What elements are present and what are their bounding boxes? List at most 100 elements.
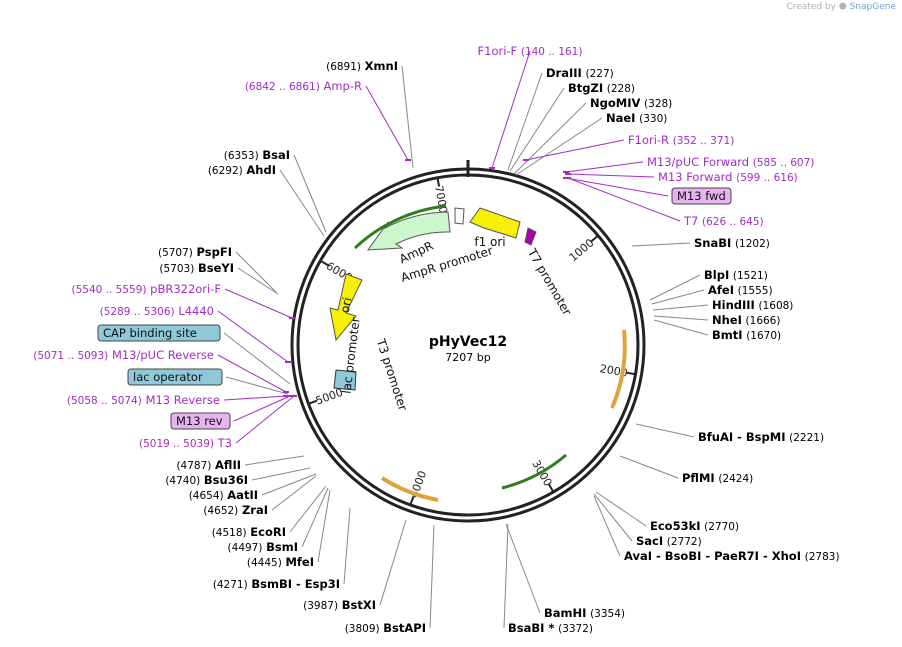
site-label-14[interactable]: AfeI (1555) — [708, 283, 773, 297]
enzyme-position: (6891) — [326, 61, 361, 73]
site-label-20[interactable]: Eco53kI (2770) — [650, 519, 739, 533]
svg-text:(5071 .. 5093) M13/pUC Rever: (5071 .. 5093) M13/pUC Reverse — [33, 348, 214, 362]
label-box — [170, 412, 231, 430]
svg-text:(4271) BsmBI - Esp3I: (4271) BsmBI - Esp3I — [213, 577, 340, 591]
site-label-45[interactable]: (6292) AhdI — [208, 163, 276, 177]
site-label-28[interactable]: (4445) MfeI — [247, 555, 314, 569]
site-label-13[interactable]: BlpI (1521) — [704, 268, 768, 282]
primer-position: (626 .. 645) — [702, 216, 764, 228]
site-label-1[interactable]: (6842 .. 6861) Amp-R — [245, 79, 362, 93]
boxed-label: M13 rev — [176, 414, 223, 428]
site-label-43[interactable]: (5703) BseYI — [159, 261, 234, 275]
svg-text:F1ori-F (140 .. 161): F1ori-F (140 .. 161) — [478, 44, 583, 58]
primer-name: T7 — [683, 214, 698, 228]
site-label-8[interactable]: M13/pUC Forward (585 .. 607) — [647, 155, 814, 169]
svg-text:BfuAI - BspMI (2221): BfuAI - BspMI (2221) — [698, 430, 824, 444]
site-line-9 — [567, 173, 655, 178]
svg-text:(5707) PspFI: (5707) PspFI — [158, 245, 232, 259]
site-label-4[interactable]: BtgZI (228) — [568, 81, 635, 95]
site-label-22[interactable]: AvaI - BsoBI - PaeR7I - XhoI (2783) — [624, 549, 840, 563]
enzyme-position: (2221) — [789, 432, 824, 444]
site-line-33 — [251, 467, 311, 481]
site-label-36[interactable]: M13 rev — [170, 412, 231, 430]
enzyme-name: ZraI — [242, 503, 268, 517]
primer-name: F1ori-F — [478, 44, 518, 58]
site-label-44[interactable]: (5707) PspFI — [158, 245, 232, 259]
site-label-18[interactable]: BfuAI - BspMI (2221) — [698, 430, 824, 444]
enzyme-name: AfeI — [708, 283, 734, 297]
site-label-35[interactable]: (5019 .. 5039) T3 — [139, 436, 232, 450]
site-line-37 — [223, 395, 287, 401]
t7-promoter-mark — [524, 227, 537, 246]
snapgene-logo-icon: ⬣ — [838, 2, 847, 12]
f1-ori-box — [454, 207, 465, 225]
svg-text:(5703) BseYI: (5703) BseYI — [159, 261, 234, 275]
site-label-34[interactable]: (4787) AflII — [176, 458, 241, 472]
site-label-11[interactable]: T7 (626 .. 645) — [683, 214, 764, 228]
site-label-24[interactable]: BsaBI * (3372) — [508, 621, 593, 635]
enzyme-position: (1670) — [746, 330, 781, 342]
site-label-33[interactable]: (4740) Bsu36I — [165, 473, 248, 487]
primer-position: (352 .. 371) — [673, 135, 735, 147]
enzyme-name: BtgZI — [568, 81, 603, 95]
site-line-16 — [653, 315, 709, 321]
svg-text:BamHI (3354): BamHI (3354) — [544, 606, 625, 620]
site-label-46[interactable]: (6353) BsaI — [224, 148, 290, 162]
scale-tick-3000 — [547, 483, 555, 493]
snapgene-credit: Created by ⬣ SnapGene — [786, 2, 896, 12]
site-line-0 — [401, 65, 414, 169]
site-label-10[interactable]: M13 fwd — [671, 187, 732, 205]
primer-name: M13 Forward — [658, 170, 732, 184]
site-label-15[interactable]: HindIII (1608) — [712, 298, 793, 312]
site-label-42[interactable]: (5540 .. 5559) pBR322ori-F — [71, 282, 221, 296]
enzyme-name: BlpI — [704, 268, 729, 282]
primer-name: M13/pUC Reverse — [112, 348, 214, 362]
credit-prefix: Created by — [786, 2, 836, 12]
site-label-25[interactable]: (3809) BstAPI — [345, 621, 426, 635]
site-line-31 — [271, 475, 317, 511]
svg-text:BsaBI * (3372): BsaBI * (3372) — [508, 621, 593, 635]
site-label-29[interactable]: (4497) BsmI — [228, 540, 298, 554]
site-label-16[interactable]: NheI (1666) — [712, 313, 780, 327]
site-label-5[interactable]: NgoMIV (328) — [590, 96, 672, 110]
svg-text:NgoMIV (328): NgoMIV (328) — [590, 96, 672, 110]
site-line-23 — [505, 523, 541, 614]
svg-text:NheI (1666): NheI (1666) — [712, 313, 780, 327]
site-label-32[interactable]: (4654) AatII — [189, 488, 258, 502]
site-label-37[interactable]: (5058 .. 5074) M13 Reverse — [67, 393, 220, 407]
orange-arc-bottom — [380, 476, 439, 502]
enzyme-name: AatII — [227, 488, 258, 502]
site-label-40[interactable]: CAP binding site — [97, 324, 221, 342]
site-label-27[interactable]: (4271) BsmBI - Esp3I — [213, 577, 340, 591]
site-label-41[interactable]: (5289 .. 5306) L4440 — [100, 304, 214, 318]
site-label-38[interactable]: lac operator — [127, 368, 223, 386]
enzyme-position: (1608) — [758, 300, 793, 312]
site-label-31[interactable]: (4652) ZraI — [203, 503, 268, 517]
site-label-17[interactable]: BmtI (1670) — [712, 328, 781, 342]
site-label-9[interactable]: M13 Forward (599 .. 616) — [658, 170, 798, 184]
svg-text:(4497) BsmI: (4497) BsmI — [228, 540, 298, 554]
site-label-0[interactable]: (6891) XmnI — [326, 59, 398, 73]
site-label-2[interactable]: F1ori-F (140 .. 161) — [478, 44, 583, 58]
site-label-12[interactable]: SnaBI (1202) — [694, 236, 770, 250]
site-label-19[interactable]: PflMI (2424) — [682, 471, 753, 485]
site-label-21[interactable]: SacI (2772) — [636, 534, 702, 548]
boxed-label: lac operator — [133, 370, 203, 384]
svg-text:(6292) AhdI: (6292) AhdI — [208, 163, 276, 177]
site-label-23[interactable]: BamHI (3354) — [544, 606, 625, 620]
f1-ori-arrow — [469, 207, 521, 239]
svg-text:(5058 .. 5074) M13 Reverse: (5058 .. 5074) M13 Reverse — [67, 393, 220, 407]
site-label-6[interactable]: NaeI (330) — [606, 111, 667, 125]
site-labels: (6891) XmnI (6842 .. 6861) Amp-R F1ori-F (… — [33, 44, 839, 635]
site-line-39 — [217, 354, 287, 393]
site-lines — [217, 50, 709, 629]
site-label-30[interactable]: (4518) EcoRI — [212, 525, 286, 539]
enzyme-position: (3372) — [558, 623, 593, 635]
site-label-39[interactable]: (5071 .. 5093) M13/pUC Reverse — [33, 348, 214, 362]
site-label-3[interactable]: DraIII (227) — [546, 66, 614, 80]
primer-position: (5071 .. 5093) — [33, 350, 108, 362]
svg-text:Eco53kI (2770): Eco53kI (2770) — [650, 519, 739, 533]
site-label-7[interactable]: F1ori-R (352 .. 371) — [628, 133, 734, 147]
enzyme-name: BsmBI - Esp3I — [251, 577, 340, 591]
site-label-26[interactable]: (3987) BstXI — [303, 598, 376, 612]
